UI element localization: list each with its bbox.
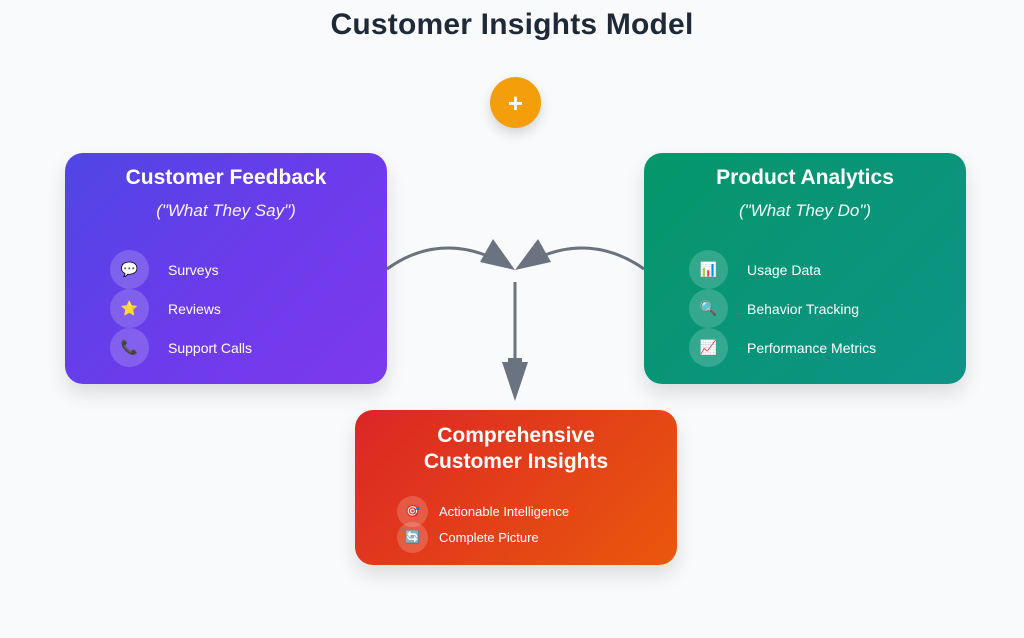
customer-feedback-card: Customer Feedback ("What They Say") 💬 Su…: [65, 153, 387, 384]
feedback-item-reviews: ⭐ Reviews: [110, 289, 252, 328]
item-label: Surveys: [168, 261, 219, 278]
feedback-subtitle: ("What They Say"): [156, 201, 296, 220]
insights-items: 🎯 Actionable Intelligence 🔄 Complete Pic…: [397, 495, 570, 553]
product-analytics-card: Product Analytics ("What They Do") 📊 Usa…: [644, 153, 966, 384]
customer-insights-card: Comprehensive Customer Insights 🎯 Action…: [355, 410, 677, 565]
feedback-item-support-calls: 📞 Support Calls: [110, 328, 252, 367]
item-label: Usage Data: [747, 261, 821, 278]
insights-item-actionable-intelligence: 🎯 Actionable Intelligence: [397, 495, 570, 527]
analytics-item-performance-metrics: 📈 Performance Metrics: [689, 328, 876, 367]
item-label: Support Calls: [168, 339, 253, 356]
feedback-items: 💬 Surveys ⭐ Reviews 📞 Support Calls: [110, 250, 252, 367]
feedback-item-surveys: 💬 Surveys: [110, 250, 252, 289]
analytics-title: Product Analytics: [716, 166, 894, 189]
magnifier-icon: 🔍: [689, 289, 728, 328]
insights-title-line-1: Comprehensive: [437, 424, 595, 447]
item-label: Actionable Intelligence: [439, 503, 570, 519]
analytics-items: 📊 Usage Data 🔍 Behavior Tracking 📈 Perfo…: [689, 250, 876, 367]
target-icon: 🎯: [397, 495, 428, 527]
insights-title: Comprehensive Customer Insights: [355, 423, 677, 475]
plus-icon: +: [490, 77, 541, 128]
plus-symbol: +: [507, 87, 524, 118]
item-label: Complete Picture: [439, 529, 539, 545]
feedback-title: Customer Feedback: [125, 166, 327, 189]
bar-chart-icon: 📊: [689, 250, 728, 289]
refresh-icon: 🔄: [397, 521, 428, 553]
item-label: Reviews: [168, 300, 221, 317]
insights-title-line-2: Customer Insights: [423, 450, 609, 473]
star-icon: ⭐: [110, 289, 149, 328]
analytics-subtitle: ("What They Do"): [738, 201, 872, 220]
feedback-arrowhead: [480, 239, 515, 270]
analytics-arrowhead: [515, 239, 551, 270]
item-label: Performance Metrics: [747, 339, 877, 356]
trend-chart-icon: 📈: [689, 328, 728, 367]
insights-connector-cap: [508, 358, 522, 362]
diagram-title: Customer Insights Model: [330, 8, 694, 41]
insights-arrowhead: [502, 362, 528, 401]
phone-icon: 📞: [110, 328, 149, 367]
item-label: Behavior Tracking: [747, 300, 860, 317]
insights-item-complete-picture: 🔄 Complete Picture: [397, 521, 569, 553]
analytics-item-behavior-tracking: 🔍 Behavior Tracking: [689, 289, 876, 328]
analytics-item-usage-data: 📊 Usage Data: [689, 250, 876, 289]
speech-bubble-icon: 💬: [110, 250, 149, 289]
